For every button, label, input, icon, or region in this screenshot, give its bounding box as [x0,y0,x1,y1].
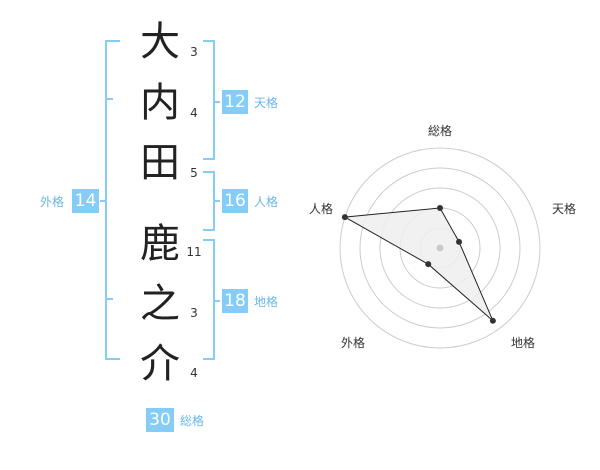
soukaku-label: 総格 [180,414,205,428]
name-char-1: 大 [140,19,180,65]
radar-center-dot [436,244,444,252]
tenkaku-label: 天格 [254,96,279,110]
radar-point-jinkaku [341,214,348,221]
radar-point-gaikaku [425,261,432,268]
radar-point-chikaku [489,317,496,324]
jinkaku-label: 人格 [254,195,279,209]
radar-label-gaikaku: 外格 [341,336,366,350]
radar-label-tenkaku: 天格 [552,202,577,216]
stroke-count-5: 3 [190,306,198,320]
radar-ring-3 [379,187,501,309]
gaikaku-label: 外格 [40,195,65,209]
radar-polygon [343,207,494,322]
radar-label-chikaku: 地格 [511,336,536,350]
radar-ring-1 [339,147,541,349]
radar-point-soukaku [437,205,443,211]
gaikaku-value: 14 [72,189,99,213]
stroke-count-6: 4 [190,366,198,380]
name-char-2: 内 [140,80,180,126]
tenkaku-bracket [203,40,220,160]
stroke-count-2: 4 [190,106,198,120]
name-char-6: 介 [140,341,180,387]
radar-label-soukaku: 総格 [428,124,453,138]
tenkaku-value: 12 [222,90,248,114]
radar-ring-2 [359,167,521,329]
stroke-count-3: 5 [190,166,198,180]
jinkaku-bracket [203,171,220,231]
name-char-3: 田 [140,140,180,186]
name-char-5: 之 [140,281,180,327]
soukaku-value: 30 [146,408,174,432]
chikaku-bracket [203,239,220,360]
stroke-count-4: 11 [186,245,202,259]
gaikaku-bracket [100,40,120,360]
name-char-4: 鹿 [140,221,180,267]
jinkaku-value: 16 [222,189,248,213]
chikaku-value: 18 [222,289,248,313]
radar-label-jinkaku: 人格 [309,202,334,216]
chikaku-label: 地格 [254,295,279,309]
radar-point-tenkaku [456,238,463,245]
stroke-count-1: 3 [190,45,198,59]
